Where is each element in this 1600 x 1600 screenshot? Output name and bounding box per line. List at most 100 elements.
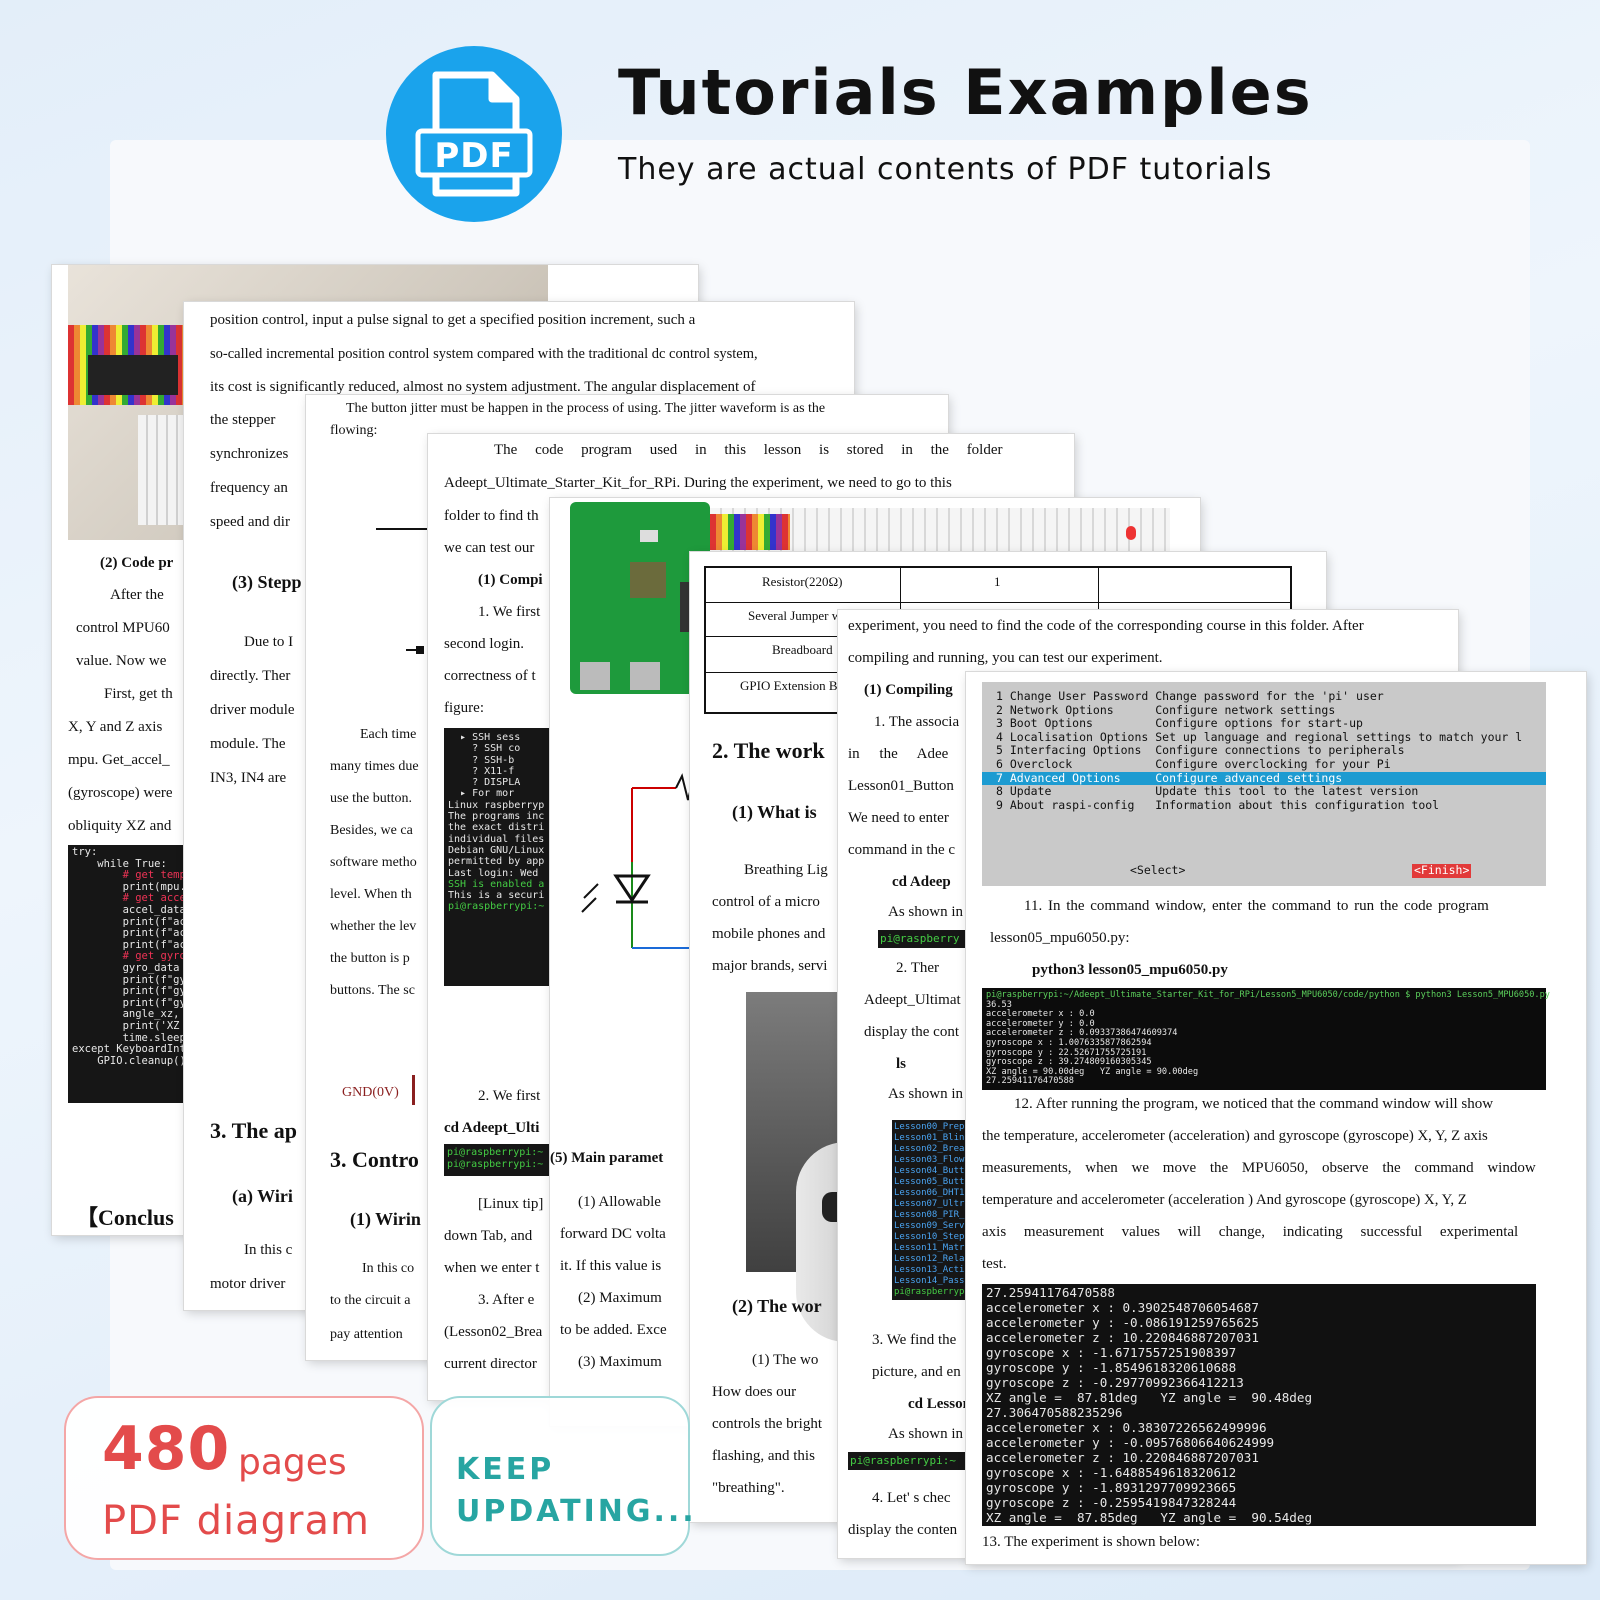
p8-line: lesson05_mpu6050.py:: [990, 930, 1130, 946]
p6-sub2: (2) The wor: [732, 1296, 822, 1316]
p7-line: command in the c: [848, 842, 956, 858]
gnd-label: GND(0V): [342, 1085, 399, 1100]
menu-item: 3 Boot Options Configure options for sta…: [996, 716, 1363, 731]
table-cell: Several Jumper w: [748, 608, 842, 623]
p4-line: when we enter t: [444, 1260, 540, 1276]
p4-line: current director: [444, 1356, 537, 1372]
p4-line: Adeept_Ultimate_Starter_Kit_for_RPi. Dur…: [444, 475, 952, 491]
p4-line: second login.: [444, 636, 524, 652]
p8-cmd: python3 lesson05_mpu6050.py: [1032, 962, 1228, 978]
p3-line: Besides, we ca: [330, 823, 413, 838]
p4-line: 1. We first: [478, 604, 541, 620]
p4-line: The code program used in this lesson is …: [494, 442, 1003, 458]
p7-line: As shown in: [888, 904, 964, 920]
p5-line: (2) Maximum: [578, 1290, 662, 1306]
p2-line: speed and dir: [210, 514, 290, 530]
p4-compile: (1) Compi: [478, 572, 543, 588]
menu-finish-button: <Finish>: [1412, 863, 1472, 878]
pages-unit: pages: [238, 1442, 347, 1483]
p2-line: the stepper: [210, 412, 276, 428]
p1-line: obliquity XZ and: [68, 818, 172, 834]
p6-section: 2. The work: [712, 738, 825, 763]
p3-line: the button is p: [330, 951, 410, 966]
p3-line: to the circuit a: [330, 1293, 411, 1308]
p8-line: 13. The experiment is shown below:: [982, 1534, 1201, 1550]
keep-line-1: KEEP: [456, 1452, 555, 1487]
p7-line: 1. The associa: [874, 714, 960, 730]
pages-count-badge: 480 pages PDF diagram: [64, 1396, 424, 1560]
p1-line: X, Y and Z axis: [68, 719, 163, 735]
menu-item: 2 Network Options Configure network sett…: [996, 702, 1336, 717]
p6-line: mobile phones and: [712, 926, 826, 942]
p8-line: the temperature, accelerometer (accelera…: [982, 1128, 1488, 1144]
p7-line: picture, and en: [872, 1364, 961, 1380]
p2-line: motor driver: [210, 1276, 286, 1292]
p2-line: its cost is significantly reduced, almos…: [210, 379, 756, 395]
p4-ssh-terminal: ▸ SSH sess ? SSH co ? SSH-b ? X11-f ? DI…: [444, 728, 552, 986]
p3-section: 3. Contro: [330, 1147, 419, 1172]
p4-tip: [Linux tip]: [478, 1196, 544, 1212]
p3-line: many times due: [330, 759, 419, 774]
p8-line: 11. In the command window, enter the com…: [1024, 898, 1489, 914]
p3-line: use the button.: [330, 791, 413, 806]
table-cell: GPIO Extension B: [740, 678, 838, 693]
p5-param: (5) Main paramet: [550, 1150, 664, 1166]
gnd-symbol: [412, 1075, 415, 1105]
menu-item-selected: 7 Advanced Options Configure advanced se…: [982, 771, 1546, 786]
menu-item: 5 Interfacing Options Configure connecti…: [996, 743, 1405, 758]
p3-sub: (1) Wirin: [350, 1209, 421, 1229]
p2-line: module. The: [210, 736, 286, 752]
p4-line: 3. After e: [478, 1292, 535, 1308]
p2-line: frequency an: [210, 480, 288, 496]
p1-conclusion: 【Conclus: [76, 1205, 174, 1230]
p7-line: 2. Ther: [896, 960, 940, 976]
pages-count: 480: [102, 1414, 231, 1484]
p4-line: (Lesson02_Brea: [444, 1324, 543, 1340]
p7-cmd2: cd Lesson1: [908, 1396, 979, 1412]
jitter-waveform: [376, 528, 432, 654]
p6-line: flashing, and this: [712, 1448, 815, 1464]
p4-line: folder to find th: [444, 508, 539, 524]
ribbon-cable-breadboard: [710, 508, 1170, 556]
p3-line: software metho: [330, 855, 417, 870]
p7-line: experiment, you need to find the code of…: [848, 618, 1364, 634]
p7-line: As shown in: [888, 1086, 964, 1102]
p6-line: controls the bright: [712, 1416, 822, 1432]
p2-line: synchronizes: [210, 446, 289, 462]
p2-sub: (a) Wiri: [232, 1186, 293, 1206]
p6-line: How does our: [712, 1384, 797, 1400]
menu-item: 8 Update Update this tool to the latest …: [996, 784, 1419, 799]
p7-line: compiling and running, you can test our …: [848, 650, 1163, 666]
p5-line: forward DC volta: [560, 1226, 666, 1242]
p2-line: In this c: [244, 1242, 293, 1258]
p5-line: (3) Maximum: [578, 1354, 662, 1370]
p8-line: temperature and accelerometer (accelerat…: [982, 1192, 1467, 1208]
table-cell: Breadboard: [772, 642, 833, 657]
p7-cmd: cd Adeep: [892, 874, 951, 890]
p2-line: driver module: [210, 702, 295, 718]
p7-line: display the conten: [848, 1522, 958, 1538]
p1-line: After the: [110, 587, 164, 603]
p7-line: in the Adee: [848, 746, 949, 762]
p1-line: value. Now we: [76, 653, 167, 669]
p5-line: to be added. Exce: [560, 1322, 667, 1338]
p7-line: display the cont: [864, 1024, 959, 1040]
p7-ls: ls: [896, 1056, 907, 1072]
p2-line: position control, input a pulse signal t…: [210, 312, 696, 328]
p4-line: figure:: [444, 700, 484, 716]
p6-line: control of a micro: [712, 894, 820, 910]
menu-item: 4 Localisation Options Set up language a…: [996, 729, 1523, 744]
p3-line: whether the lev: [330, 919, 417, 934]
p2-line: so-called incremental position control s…: [210, 346, 758, 362]
p7-line: Adeept_Ultimat: [864, 992, 961, 1008]
table-cell: 1: [994, 574, 1001, 589]
p6-line: major brands, servi: [712, 958, 828, 974]
p3-line: Each time: [360, 727, 417, 742]
p6-line: (1) The wo: [752, 1352, 819, 1368]
p1-line: mpu. Get_accel_: [68, 752, 170, 768]
p8-line: measurements, when we move the MPU6050, …: [982, 1160, 1536, 1176]
p7-line: 3. We find the: [872, 1332, 957, 1348]
pdf-badge-label: PDF: [434, 136, 514, 176]
p4-line: 2. We first: [478, 1088, 541, 1104]
p4-line: we can test our: [444, 540, 535, 556]
